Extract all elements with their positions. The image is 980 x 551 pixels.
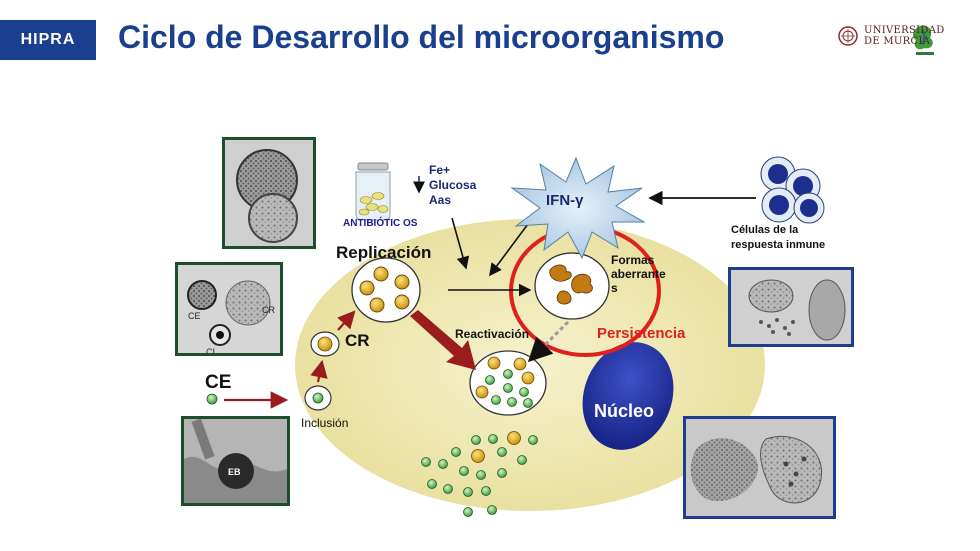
micro-label-eb: EB bbox=[228, 467, 241, 477]
formas-line3: s bbox=[611, 281, 618, 295]
nucleo-label: Núcleo bbox=[594, 401, 655, 421]
nutrient-fe: Fe+ bbox=[429, 163, 451, 177]
hipra-logo: HIPRA bbox=[0, 20, 96, 60]
formas-line2: aberrante bbox=[611, 267, 666, 281]
micro-label-ce: CE bbox=[188, 311, 201, 321]
reactivacion-label: Reactivación bbox=[455, 327, 530, 341]
universidad-murcia-text: UNIVERSIDAD DE MURCIA bbox=[864, 25, 945, 47]
page-title: Ciclo de Desarrollo del microorganismo bbox=[118, 19, 725, 55]
immune-label-line2: respuesta inmune bbox=[731, 239, 826, 251]
replicacion-label: Replicación bbox=[336, 243, 432, 262]
immune-cells-icon bbox=[760, 156, 825, 224]
nucleus bbox=[582, 342, 674, 450]
ce-particle bbox=[206, 393, 218, 405]
micrograph-persistent-cell bbox=[683, 416, 836, 519]
ifn-arrow bbox=[489, 223, 529, 277]
micrograph-eb: EB bbox=[181, 416, 290, 506]
nutrient-aas: Aas bbox=[429, 193, 452, 207]
formas-aberrantes-label: Formas aberrante s bbox=[611, 253, 666, 295]
micro-label-ci: CI bbox=[206, 347, 215, 356]
reactivation-inclusion bbox=[469, 350, 547, 416]
inclusion-to-cr-arrow bbox=[310, 359, 328, 383]
aberrant-to-reactivation-arrow bbox=[527, 320, 570, 363]
micrograph-infected-cell bbox=[728, 267, 854, 347]
ce-label: CE bbox=[205, 372, 232, 393]
immune-label-line1: Células de la bbox=[731, 224, 799, 236]
universidad-murcia-logo bbox=[838, 20, 938, 60]
universidad-line1: UNIVERSIDAD bbox=[864, 25, 945, 36]
nutrient-arrow bbox=[451, 217, 470, 270]
cr-to-replication-arrow bbox=[337, 310, 356, 331]
micro-label-cr: CR bbox=[262, 305, 275, 315]
antibiotic-jar-icon bbox=[355, 162, 391, 221]
nutrient-glucosa: Glucosa bbox=[429, 178, 477, 192]
micrograph-ce-cr-ci: CE CR CI bbox=[175, 262, 283, 356]
ifn-label: IFN-γ bbox=[546, 192, 584, 209]
ifn-burst bbox=[510, 156, 646, 260]
immune-cells-label: Células de la respuesta inmune bbox=[731, 223, 825, 253]
persistencia-label: Persistencia bbox=[597, 325, 686, 342]
nutrients-list: Fe+ Glucosa Aas bbox=[429, 163, 476, 208]
released-particles bbox=[421, 431, 538, 517]
replication-to-reactivation-arrow bbox=[410, 310, 476, 370]
cr-label: CR bbox=[345, 331, 370, 350]
universidad-line2: DE MURCIA bbox=[864, 36, 931, 47]
formas-line1: Formas bbox=[611, 253, 655, 267]
micrograph-top bbox=[222, 137, 316, 249]
antibiotic-label: ANTIBIÓTIC OS bbox=[343, 218, 418, 229]
inclusion-label: Inclusión bbox=[301, 416, 349, 430]
